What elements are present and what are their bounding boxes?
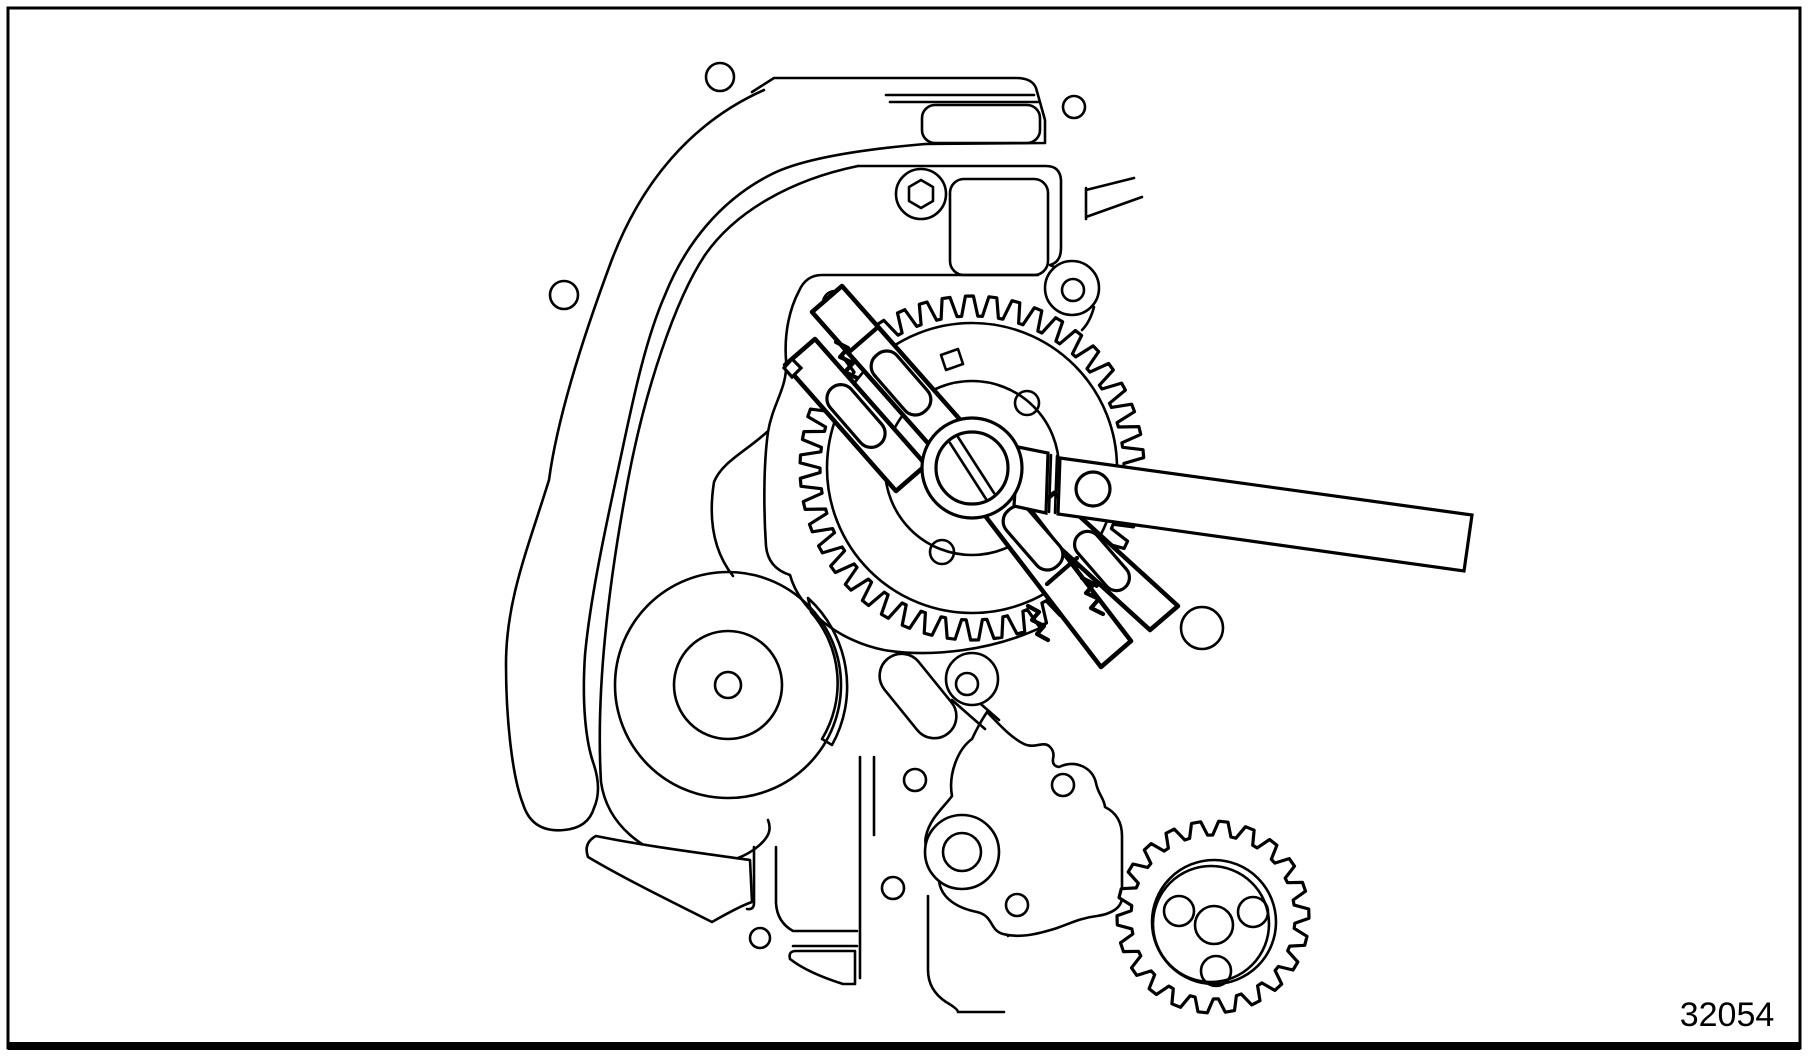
- tool-joint-lines: [1047, 453, 1059, 515]
- case-lower-wedge: [788, 949, 857, 986]
- screw-slot-icon: [948, 435, 996, 501]
- gear-timing-key: [939, 347, 965, 372]
- bolt-hole: [1050, 772, 1076, 798]
- bolt-hole: [748, 926, 772, 950]
- tool-jaw-serration: [1025, 603, 1051, 643]
- pulley-center-hole: [713, 670, 743, 700]
- tool-bar-tip: [781, 356, 804, 380]
- idler-gear-teeth: [1115, 819, 1311, 1015]
- bolt-hole: [548, 279, 580, 311]
- case-rib-left: [745, 845, 859, 948]
- top-cover-plate: [750, 76, 1047, 146]
- bolt-hole: [1061, 94, 1087, 120]
- bearing-bore-inner: [941, 831, 983, 873]
- tool-jaw-serration: [833, 339, 860, 381]
- bolt-hole: [954, 671, 980, 697]
- tool-slot: [825, 383, 887, 449]
- bolt-hole: [880, 875, 906, 901]
- idler-gear-hole: [1162, 894, 1196, 928]
- tool-hub-screw: [934, 430, 1010, 506]
- case-rib-center: [858, 755, 876, 980]
- bolt-hole: [1060, 277, 1086, 303]
- tool-slot: [1072, 529, 1132, 593]
- idler-gear: [1115, 819, 1311, 1015]
- gear-case: [548, 61, 1144, 655]
- cover-belt-inner-edge: [710, 430, 769, 578]
- plate-slot: [920, 103, 1042, 145]
- crankshaft-pulley: [613, 570, 849, 800]
- tool-slot: [1001, 504, 1065, 572]
- bearing-bore: [923, 813, 1001, 891]
- tool-slot: [869, 349, 933, 417]
- gear-web-hole: [1013, 389, 1041, 417]
- hex-bolt: [894, 167, 948, 221]
- pulley-face: [613, 570, 843, 800]
- break-hatch-lines: [1084, 176, 1144, 221]
- pulley-hub: [672, 629, 784, 741]
- adjuster-bracket: [878, 652, 958, 740]
- hex-bolt-head-icon: [907, 178, 935, 210]
- tool-divider-lines: [845, 324, 1080, 587]
- case-boss: [948, 177, 1050, 277]
- adjuster-bracket-lobe: [944, 651, 1000, 707]
- idler-gear-hole: [1199, 954, 1233, 988]
- figure-label: 32054: [1680, 996, 1775, 1034]
- cover-outer-band: [504, 88, 927, 832]
- cover-inner-sweep: [598, 164, 860, 866]
- idler-gear-center-hole: [1193, 904, 1235, 946]
- gear-holding-tool: [781, 283, 1474, 670]
- bolt-hole: [1179, 605, 1225, 651]
- tool-jaw-serration: [1079, 575, 1106, 617]
- case-wedge: [585, 834, 754, 924]
- gear-web-hole: [928, 538, 956, 566]
- case-bolt-lobe: [1043, 259, 1101, 317]
- bolt-hole: [902, 767, 928, 793]
- tool-handle-hole: [1074, 470, 1112, 508]
- case-band-edge: [856, 164, 1070, 282]
- bolt-hole: [704, 61, 736, 93]
- front-cover-belt-band: [504, 88, 927, 866]
- idler-gear-hole: [1236, 895, 1270, 929]
- gear-frame-edge: [763, 273, 1042, 655]
- case-lobe-edge: [1080, 305, 1096, 332]
- lower-case: [585, 605, 1225, 1014]
- tool-handle: [1056, 456, 1474, 573]
- tensioner-crescent: [806, 596, 849, 747]
- idler-gear-flange-inner: [1151, 864, 1271, 984]
- bolt-hole: [1004, 892, 1030, 918]
